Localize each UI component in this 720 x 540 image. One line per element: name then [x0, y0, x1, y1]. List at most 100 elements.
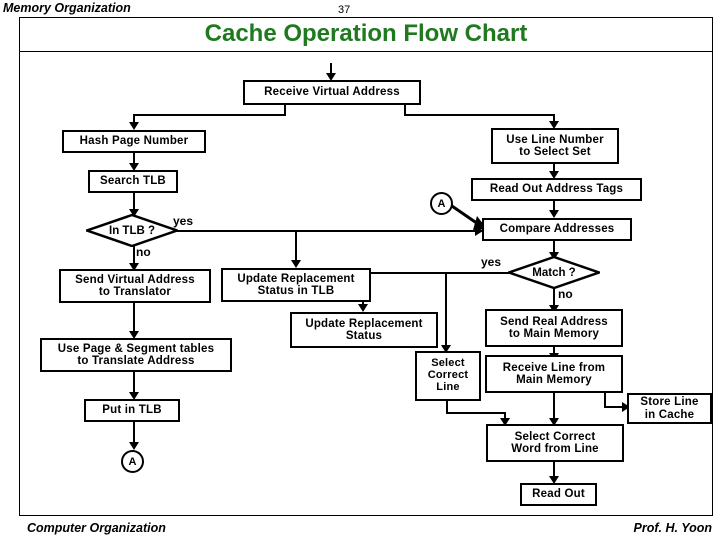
edge-selectword-to-readout	[553, 462, 555, 478]
node-label: Use Line Number to Select Set	[506, 133, 604, 158]
node-in-tlb-decision[interactable]: In TLB ?	[86, 214, 178, 247]
edge-label-match-yes: yes	[481, 255, 502, 269]
connector-a-top[interactable]: A	[430, 192, 453, 215]
edge-match-no	[553, 288, 555, 308]
node-label: Read Out Address Tags	[489, 183, 624, 196]
node-label: Hash Page Number	[79, 135, 189, 148]
title-frame	[19, 17, 713, 52]
node-use-line-number-to-select-set[interactable]: Use Line Number to Select Set	[491, 128, 619, 164]
node-label: Select Correct Line	[427, 357, 469, 393]
node-label: Receive Virtual Address	[264, 86, 400, 99]
arrow-selectline-to-selectword	[500, 418, 510, 426]
edge-intlb-yes	[175, 230, 483, 232]
arrow-to-compare-addresses	[549, 210, 559, 218]
edge-selectline-stub	[446, 400, 448, 414]
edge-rva-bus-right	[404, 114, 555, 116]
node-label: Update Replacement Status in TLB	[237, 272, 355, 297]
edge-rva-bus-left	[133, 114, 286, 116]
edge-useline-to-tags	[553, 163, 555, 173]
node-label: In TLB ?	[109, 224, 155, 237]
edge-selectline-down	[504, 412, 506, 420]
node-label: Update Replacement Status	[305, 317, 423, 342]
node-match-decision[interactable]: Match ?	[508, 256, 600, 289]
edge-compare-to-match	[553, 240, 555, 256]
node-label: Use Page & Segment tables to Translate A…	[57, 342, 215, 367]
node-compare-addresses[interactable]: Compare Addresses	[482, 218, 632, 241]
node-read-out-address-tags[interactable]: Read Out Address Tags	[471, 178, 642, 201]
node-label: Store Line in Cache	[640, 396, 699, 421]
footer-author: Prof. H. Yoon	[633, 521, 712, 535]
edge-rva-stub-left	[284, 104, 286, 116]
connector-a-bottom[interactable]: A	[121, 450, 144, 473]
edge-label-in-tlb-yes: yes	[173, 214, 194, 228]
node-label: Search TLB	[100, 175, 166, 188]
node-read-out[interactable]: Read Out	[520, 483, 597, 506]
node-select-correct-word-from-line[interactable]: Select Correct Word from Line	[486, 424, 624, 462]
edge-intlb-yes-down	[295, 230, 297, 262]
edge-puttlb-to-connector	[133, 422, 135, 444]
edge-sva-to-tables	[133, 303, 135, 333]
arrow-to-send-virtual-address	[129, 263, 139, 271]
edge-selectline-to-selectword	[446, 412, 506, 414]
slide-header-subject: Memory Organization	[3, 1, 131, 15]
arrow-to-use-page-segment	[129, 331, 139, 339]
edge-match-yes-down-right	[445, 272, 447, 348]
arrow-to-update-repl-tlb	[291, 260, 301, 268]
node-search-tlb[interactable]: Search TLB	[88, 170, 178, 193]
edge-search-to-intlb	[133, 192, 135, 210]
node-hash-page-number[interactable]: Hash Page Number	[62, 130, 206, 153]
page-title: Cache Operation Flow Chart	[204, 20, 528, 47]
edge-rva-to-useline	[553, 114, 555, 126]
edge-label-match-no: no	[558, 287, 573, 301]
arrow-to-read-out-address-tags	[549, 171, 559, 179]
node-label: Select Correct Word from Line	[511, 430, 599, 455]
arrow-to-connector-a-bottom	[129, 442, 139, 450]
arrow-to-read-out	[549, 476, 559, 484]
edge-sra-to-receiveline	[553, 347, 555, 357]
arrow-to-put-in-tlb	[129, 392, 139, 400]
edge-match-yes	[362, 272, 512, 274]
connector-label: A	[437, 197, 446, 210]
edge-tags-to-compare	[553, 200, 555, 212]
arrow-to-use-line-number	[549, 121, 559, 129]
node-store-line-in-cache[interactable]: Store Line in Cache	[627, 393, 712, 424]
arrow-to-select-correct-word	[549, 418, 559, 426]
arrow-entry	[326, 73, 336, 81]
node-label: Receive Line from Main Memory	[502, 361, 606, 386]
node-receive-line-from-main-memory[interactable]: Receive Line from Main Memory	[485, 355, 623, 393]
arrow-to-in-tlb	[129, 209, 139, 217]
node-label: Send Real Address to Main Memory	[500, 315, 608, 340]
node-select-correct-line[interactable]: Select Correct Line	[415, 351, 481, 401]
node-receive-virtual-address[interactable]: Receive Virtual Address	[243, 80, 421, 105]
node-put-in-tlb[interactable]: Put in TLB	[84, 399, 180, 422]
footer-course: Computer Organization	[27, 521, 166, 535]
node-label: Match ?	[532, 266, 576, 279]
arrow-to-hash-page-number	[129, 122, 139, 130]
edge-rva-to-hash	[133, 114, 135, 126]
edge-label-in-tlb-no: no	[136, 245, 151, 259]
edge-hash-to-search	[133, 152, 135, 165]
edge-receiveline-to-store	[604, 406, 628, 408]
node-send-virtual-address-to-translator[interactable]: Send Virtual Address to Translator	[59, 269, 211, 303]
node-label: Compare Addresses	[499, 223, 615, 236]
node-update-replacement-status[interactable]: Update Replacement Status	[290, 312, 438, 348]
arrow-intlb-yes-to-compare	[475, 226, 483, 236]
arrow-to-select-correct-line	[441, 345, 451, 353]
edge-tables-to-puttlb	[133, 372, 135, 394]
connector-label: A	[128, 455, 137, 468]
edge-receiveline-to-selectword	[553, 392, 555, 420]
arrow-to-update-replacement-status	[358, 304, 368, 312]
node-label: Put in TLB	[102, 404, 162, 417]
edge-rva-stub-right	[404, 104, 406, 116]
edge-entry	[330, 63, 332, 75]
node-use-page-segment-tables[interactable]: Use Page & Segment tables to Translate A…	[40, 338, 232, 372]
node-update-replacement-status-in-tlb[interactable]: Update Replacement Status in TLB	[221, 268, 371, 302]
node-label: Read Out	[532, 488, 585, 501]
edge-receiveline-stub-right	[604, 392, 606, 408]
slide-page-number: 37	[338, 4, 351, 16]
node-label: Send Virtual Address to Translator	[75, 273, 195, 298]
edge-intlb-no	[133, 246, 135, 266]
node-send-real-address-to-main-memory[interactable]: Send Real Address to Main Memory	[485, 309, 623, 347]
arrow-to-store-line	[622, 402, 630, 412]
